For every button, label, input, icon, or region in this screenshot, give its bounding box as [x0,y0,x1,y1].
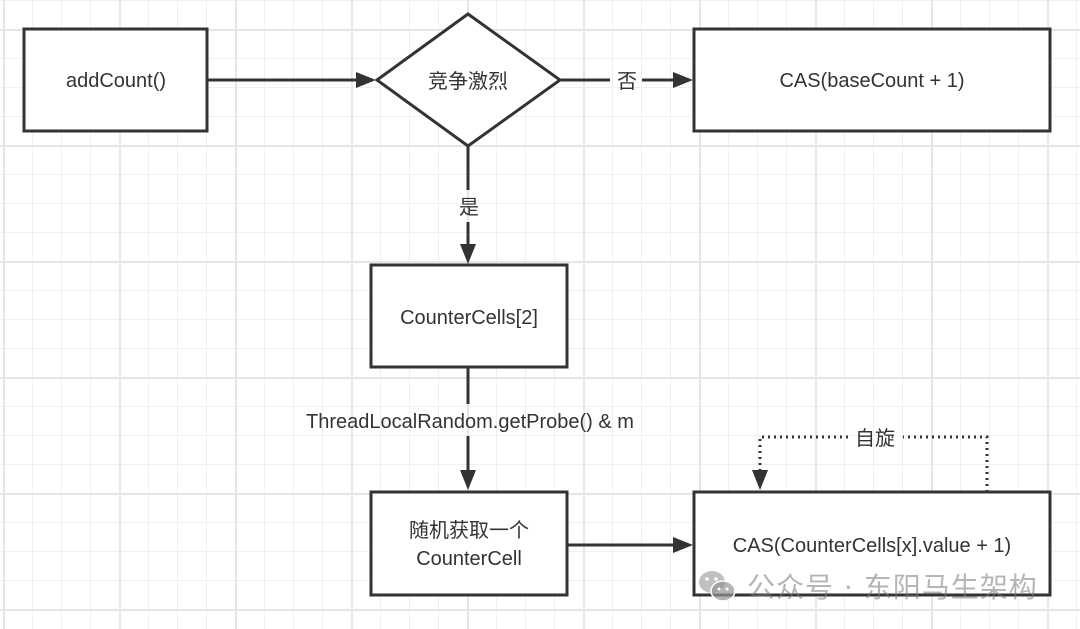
edge-label-spin: 自旋 [855,427,895,450]
node-random-countercell[interactable]: 随机获取一个 CounterCell [369,490,569,597]
node-random-countercell-label-line1: 随机获取一个 [409,519,529,542]
node-addcount[interactable]: addCount() [22,27,209,133]
watermark: 公众号 · 东阳马生架构 [697,566,1038,606]
edge-label-probe: ThreadLocalRandom.getProbe() & m [306,411,634,433]
node-contention-decision[interactable]: 竞争激烈 [374,12,563,148]
edge-contention-to-casbase[interactable] [560,72,693,88]
node-countercells[interactable]: CounterCells[2] [369,263,569,369]
edge-label-yes: 是 [459,197,479,219]
arrowhead-icon [460,244,476,264]
node-cas-basecount-label: CAS(baseCount + 1) [779,70,964,92]
node-cas-countercell[interactable]: CAS(CounterCells[x].value + 1) [692,490,1052,597]
edge-contention-to-countercells[interactable] [460,146,476,264]
wechat-icon [697,568,737,604]
watermark-text: 公众号 · 东阳马生架构 [747,571,1038,604]
edge-label-no: 否 [617,71,637,93]
node-contention-label: 竞争激烈 [428,70,508,93]
node-countercells-label: CounterCells[2] [400,307,538,329]
edge-spin-loop[interactable] [752,435,989,492]
edge-countercells-to-randomcell[interactable] [460,367,476,490]
arrowhead-icon [673,72,693,88]
node-cas-basecount[interactable]: CAS(baseCount + 1) [692,27,1052,133]
arrowhead-icon [460,470,476,490]
arrowhead-icon [356,72,376,88]
node-cas-countercell-label: CAS(CounterCells[x].value + 1) [733,535,1011,557]
node-addcount-label: addCount() [66,70,166,92]
arrowhead-icon [752,470,768,490]
edge-addcount-to-contention[interactable] [207,72,376,88]
arrowhead-icon [673,537,693,553]
node-random-countercell-label-line2: CounterCell [416,548,522,570]
edge-randomcell-to-cascell[interactable] [567,537,693,553]
